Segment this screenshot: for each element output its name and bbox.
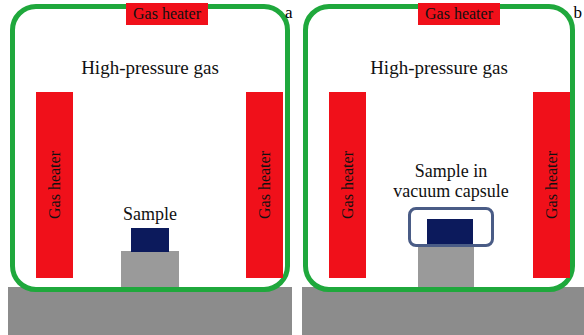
heater-label: Gas heater [544, 151, 560, 219]
gas-heater: Gas heater [246, 92, 283, 278]
sample-label: Sample in vacuum capsule [392, 161, 510, 202]
heater-label: Gas heater [133, 6, 201, 22]
base-plate [302, 287, 584, 335]
pressure-chamber: High-pressure gasGas heaterGas heaterGas… [303, 4, 575, 292]
heater-label: Gas heater [340, 151, 356, 219]
sample-block: Sample [131, 228, 169, 252]
sample-label: Sample [123, 204, 177, 225]
pedestal [121, 251, 179, 289]
pressure-chamber: High-pressure gasGas heaterGas heaterGas… [10, 4, 290, 292]
gas-heater: Gas heater [418, 3, 500, 25]
gas-heater: Gas heater [126, 3, 208, 25]
heater-label: Gas heater [425, 6, 493, 22]
panel-letter: a [285, 3, 293, 23]
panel-letter: b [574, 3, 583, 23]
base-plate [8, 287, 292, 335]
gas-heater: Gas heater [36, 92, 73, 278]
pedestal [418, 246, 474, 289]
gas-heater: Gas heater [533, 92, 570, 278]
heater-label: Gas heater [257, 151, 273, 219]
vacuum-capsule: Sample in vacuum capsule [408, 207, 494, 247]
sample-block [427, 219, 473, 246]
gas-label: High-pressure gas [15, 57, 285, 79]
gas-heater: Gas heater [329, 92, 366, 278]
heater-label: Gas heater [47, 151, 63, 219]
gas-label: High-pressure gas [308, 57, 570, 79]
